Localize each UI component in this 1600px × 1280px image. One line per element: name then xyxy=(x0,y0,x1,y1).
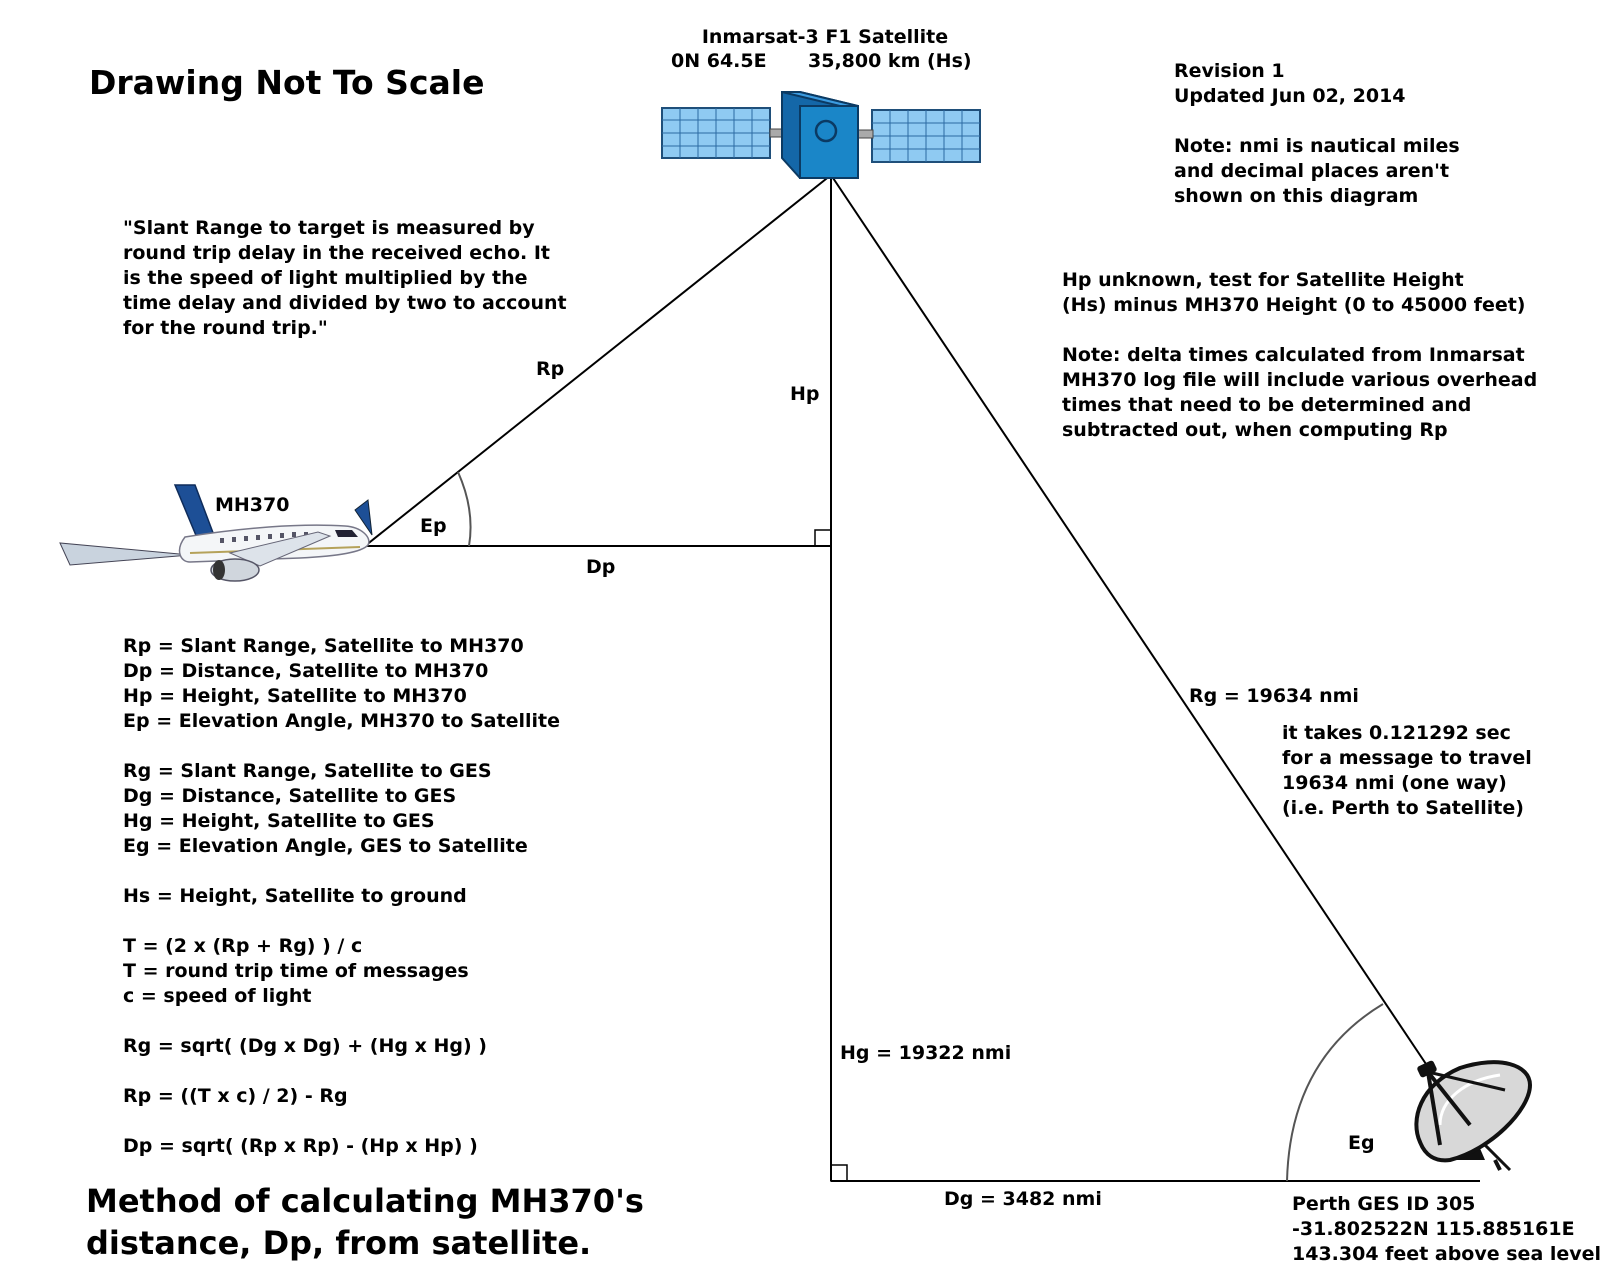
legend-line: Ep = Elevation Angle, MH370 to Satellite xyxy=(123,710,560,732)
legend-block: Rp = Slant Range, Satellite to MH370 Dp … xyxy=(123,634,560,1159)
quote-line: is the speed of light multiplied by the xyxy=(123,267,528,289)
formula-line: Rp = ((T x c) / 2) - Rg xyxy=(123,1085,348,1107)
hp-note-line: MH370 log file will include various over… xyxy=(1062,369,1538,391)
ges-line: 143.304 feet above sea level xyxy=(1292,1243,1600,1265)
eg-label: Eg xyxy=(1348,1132,1375,1154)
spacer xyxy=(123,734,560,759)
drawing-not-to-scale: Drawing Not To Scale xyxy=(89,63,485,102)
slant-range-quote: "Slant Range to target is measured by ro… xyxy=(123,216,567,341)
spacer xyxy=(1174,109,1460,134)
legend-line: Rg = Slant Range, Satellite to GES xyxy=(123,760,492,782)
hp-note-line: Hp unknown, test for Satellite Height xyxy=(1062,269,1464,291)
ges-line: Perth GES ID 305 xyxy=(1292,1193,1476,1215)
travel-note-line: 19634 nmi (one way) xyxy=(1282,772,1507,794)
quote-line: round trip delay in the received echo. I… xyxy=(123,242,550,264)
quote-line: time delay and divided by two to account xyxy=(123,292,567,314)
ges-info: Perth GES ID 305 -31.802522N 115.885161E… xyxy=(1292,1192,1600,1267)
right-angle-marker-lower xyxy=(830,1164,848,1182)
formula-line: T = (2 x (Rp + Rg) ) / c xyxy=(123,935,363,957)
ep-angle-arc xyxy=(457,471,472,547)
satellite-position: 0N 64.5E xyxy=(671,50,767,72)
hp-note-line: (Hs) minus MH370 Height (0 to 45000 feet… xyxy=(1062,294,1526,316)
hg-label: Hg = 19322 nmi xyxy=(840,1042,1012,1064)
satellite-name: Inmarsat-3 F1 Satellite xyxy=(701,26,949,48)
revision-block: Revision 1 Updated Jun 02, 2014 Note: nm… xyxy=(1174,59,1460,209)
eg-angle-arc xyxy=(1286,1003,1384,1182)
travel-note-line: (i.e. Perth to Satellite) xyxy=(1282,797,1524,819)
rp-label: Rp xyxy=(536,358,565,380)
hp-note-line: times that need to be determined and xyxy=(1062,394,1472,416)
ges-line: -31.802522N 115.885161E xyxy=(1292,1218,1575,1240)
legend-line: Dp = Distance, Satellite to MH370 xyxy=(123,660,489,682)
formula-line: Rg = sqrt( (Dg x Dg) + (Hg x Hg) ) xyxy=(123,1035,487,1057)
spacer xyxy=(123,1059,560,1084)
legend-line: Rp = Slant Range, Satellite to MH370 xyxy=(123,635,524,657)
airplane-icon xyxy=(59,484,373,582)
legend-line: Hg = Height, Satellite to GES xyxy=(123,810,435,832)
rg-line xyxy=(830,174,1431,1071)
travel-time-note: it takes 0.121292 sec for a message to t… xyxy=(1282,721,1532,821)
formula-line: T = round trip time of messages xyxy=(123,960,469,982)
rg-label: Rg = 19634 nmi xyxy=(1189,685,1359,707)
legend-line: Hp = Height, Satellite to MH370 xyxy=(123,685,467,707)
dg-label: Dg = 3482 nmi xyxy=(944,1188,1102,1210)
nmi-note-line: Note: nmi is nautical miles xyxy=(1174,135,1460,157)
formula-line: c = speed of light xyxy=(123,985,312,1007)
spacer xyxy=(1062,318,1537,343)
dp-label: Dp xyxy=(586,556,616,578)
satellite-height: 35,800 km (Hs) xyxy=(808,50,972,72)
travel-note-line: for a message to travel xyxy=(1282,747,1532,769)
spacer xyxy=(123,859,560,884)
hp-note-line: Note: delta times calculated from Inmars… xyxy=(1062,344,1525,366)
revision-date: Updated Jun 02, 2014 xyxy=(1174,85,1406,107)
nmi-note-line: shown on this diagram xyxy=(1174,185,1419,207)
legend-line: Eg = Elevation Angle, GES to Satellite xyxy=(123,835,528,857)
rp-line xyxy=(364,174,832,547)
formula-line: Dp = sqrt( (Rp x Rp) - (Hp x Hp) ) xyxy=(123,1135,478,1157)
hp-note-line: subtracted out, when computing Rp xyxy=(1062,419,1448,441)
revision-line: Revision 1 xyxy=(1174,60,1285,82)
ep-label: Ep xyxy=(420,515,447,537)
right-angle-marker-upper xyxy=(814,529,832,547)
hp-label: Hp xyxy=(790,383,820,405)
hp-note-block: Hp unknown, test for Satellite Height (H… xyxy=(1062,268,1537,443)
nmi-note-line: and decimal places aren't xyxy=(1174,160,1450,182)
quote-line: "Slant Range to target is measured by xyxy=(123,217,535,239)
aircraft-label: MH370 xyxy=(215,494,290,516)
spacer xyxy=(123,909,560,934)
satellite-icon xyxy=(661,91,981,179)
spacer xyxy=(123,1109,560,1134)
spacer xyxy=(123,1009,560,1034)
quote-line: for the round trip." xyxy=(123,317,328,339)
diagram-caption: Method of calculating MH370's distance, … xyxy=(86,1180,644,1264)
legend-line: Hs = Height, Satellite to ground xyxy=(123,885,467,907)
travel-note-line: it takes 0.121292 sec xyxy=(1282,722,1511,744)
satellite-dish-icon xyxy=(1414,1060,1533,1172)
caption-line: distance, Dp, from satellite. xyxy=(86,1224,592,1262)
legend-line: Dg = Distance, Satellite to GES xyxy=(123,785,457,807)
caption-line: Method of calculating MH370's xyxy=(86,1182,644,1220)
